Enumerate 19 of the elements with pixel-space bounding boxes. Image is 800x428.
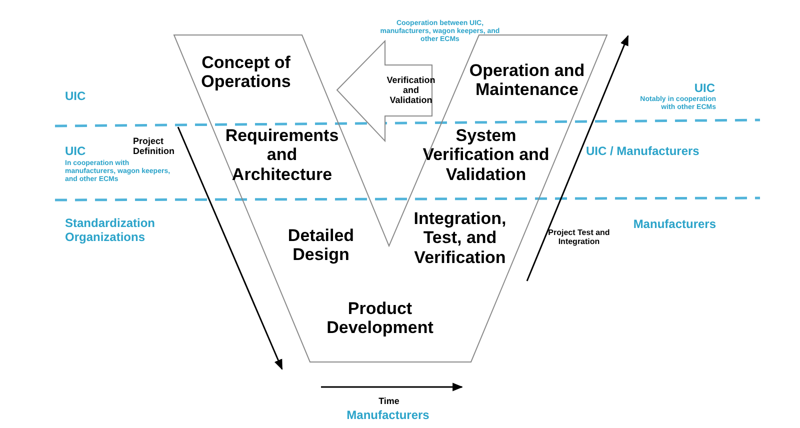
stage-label: Concept of Operations [200, 52, 292, 92]
group-label: UIC / Manufacturers [586, 145, 700, 159]
stage-label: Detailed Design [286, 226, 356, 265]
stage-label: Product Development [326, 298, 434, 338]
group-label: Manufacturers [632, 218, 716, 232]
group-label: UIC [693, 82, 715, 96]
stage-label: Operation and Maintenance [468, 60, 586, 100]
group-label: UIC [65, 90, 87, 104]
phase-label: Project Definition [133, 136, 176, 157]
stage-label: Integration, Test, and Verification [412, 208, 508, 268]
group-label: Standardization Organizations [65, 217, 156, 245]
group-label: UIC [65, 145, 87, 159]
phase-label: Project Test and Integration [547, 228, 611, 246]
axis-label: Time [378, 396, 400, 406]
stage-label: System Verification and Validation [422, 126, 550, 184]
block-arrow [337, 40, 433, 142]
group-label: Manufacturers [346, 409, 430, 423]
stage-label: Requirements and Architecture [224, 126, 340, 184]
stage-label: Verification and Validation [386, 74, 436, 106]
